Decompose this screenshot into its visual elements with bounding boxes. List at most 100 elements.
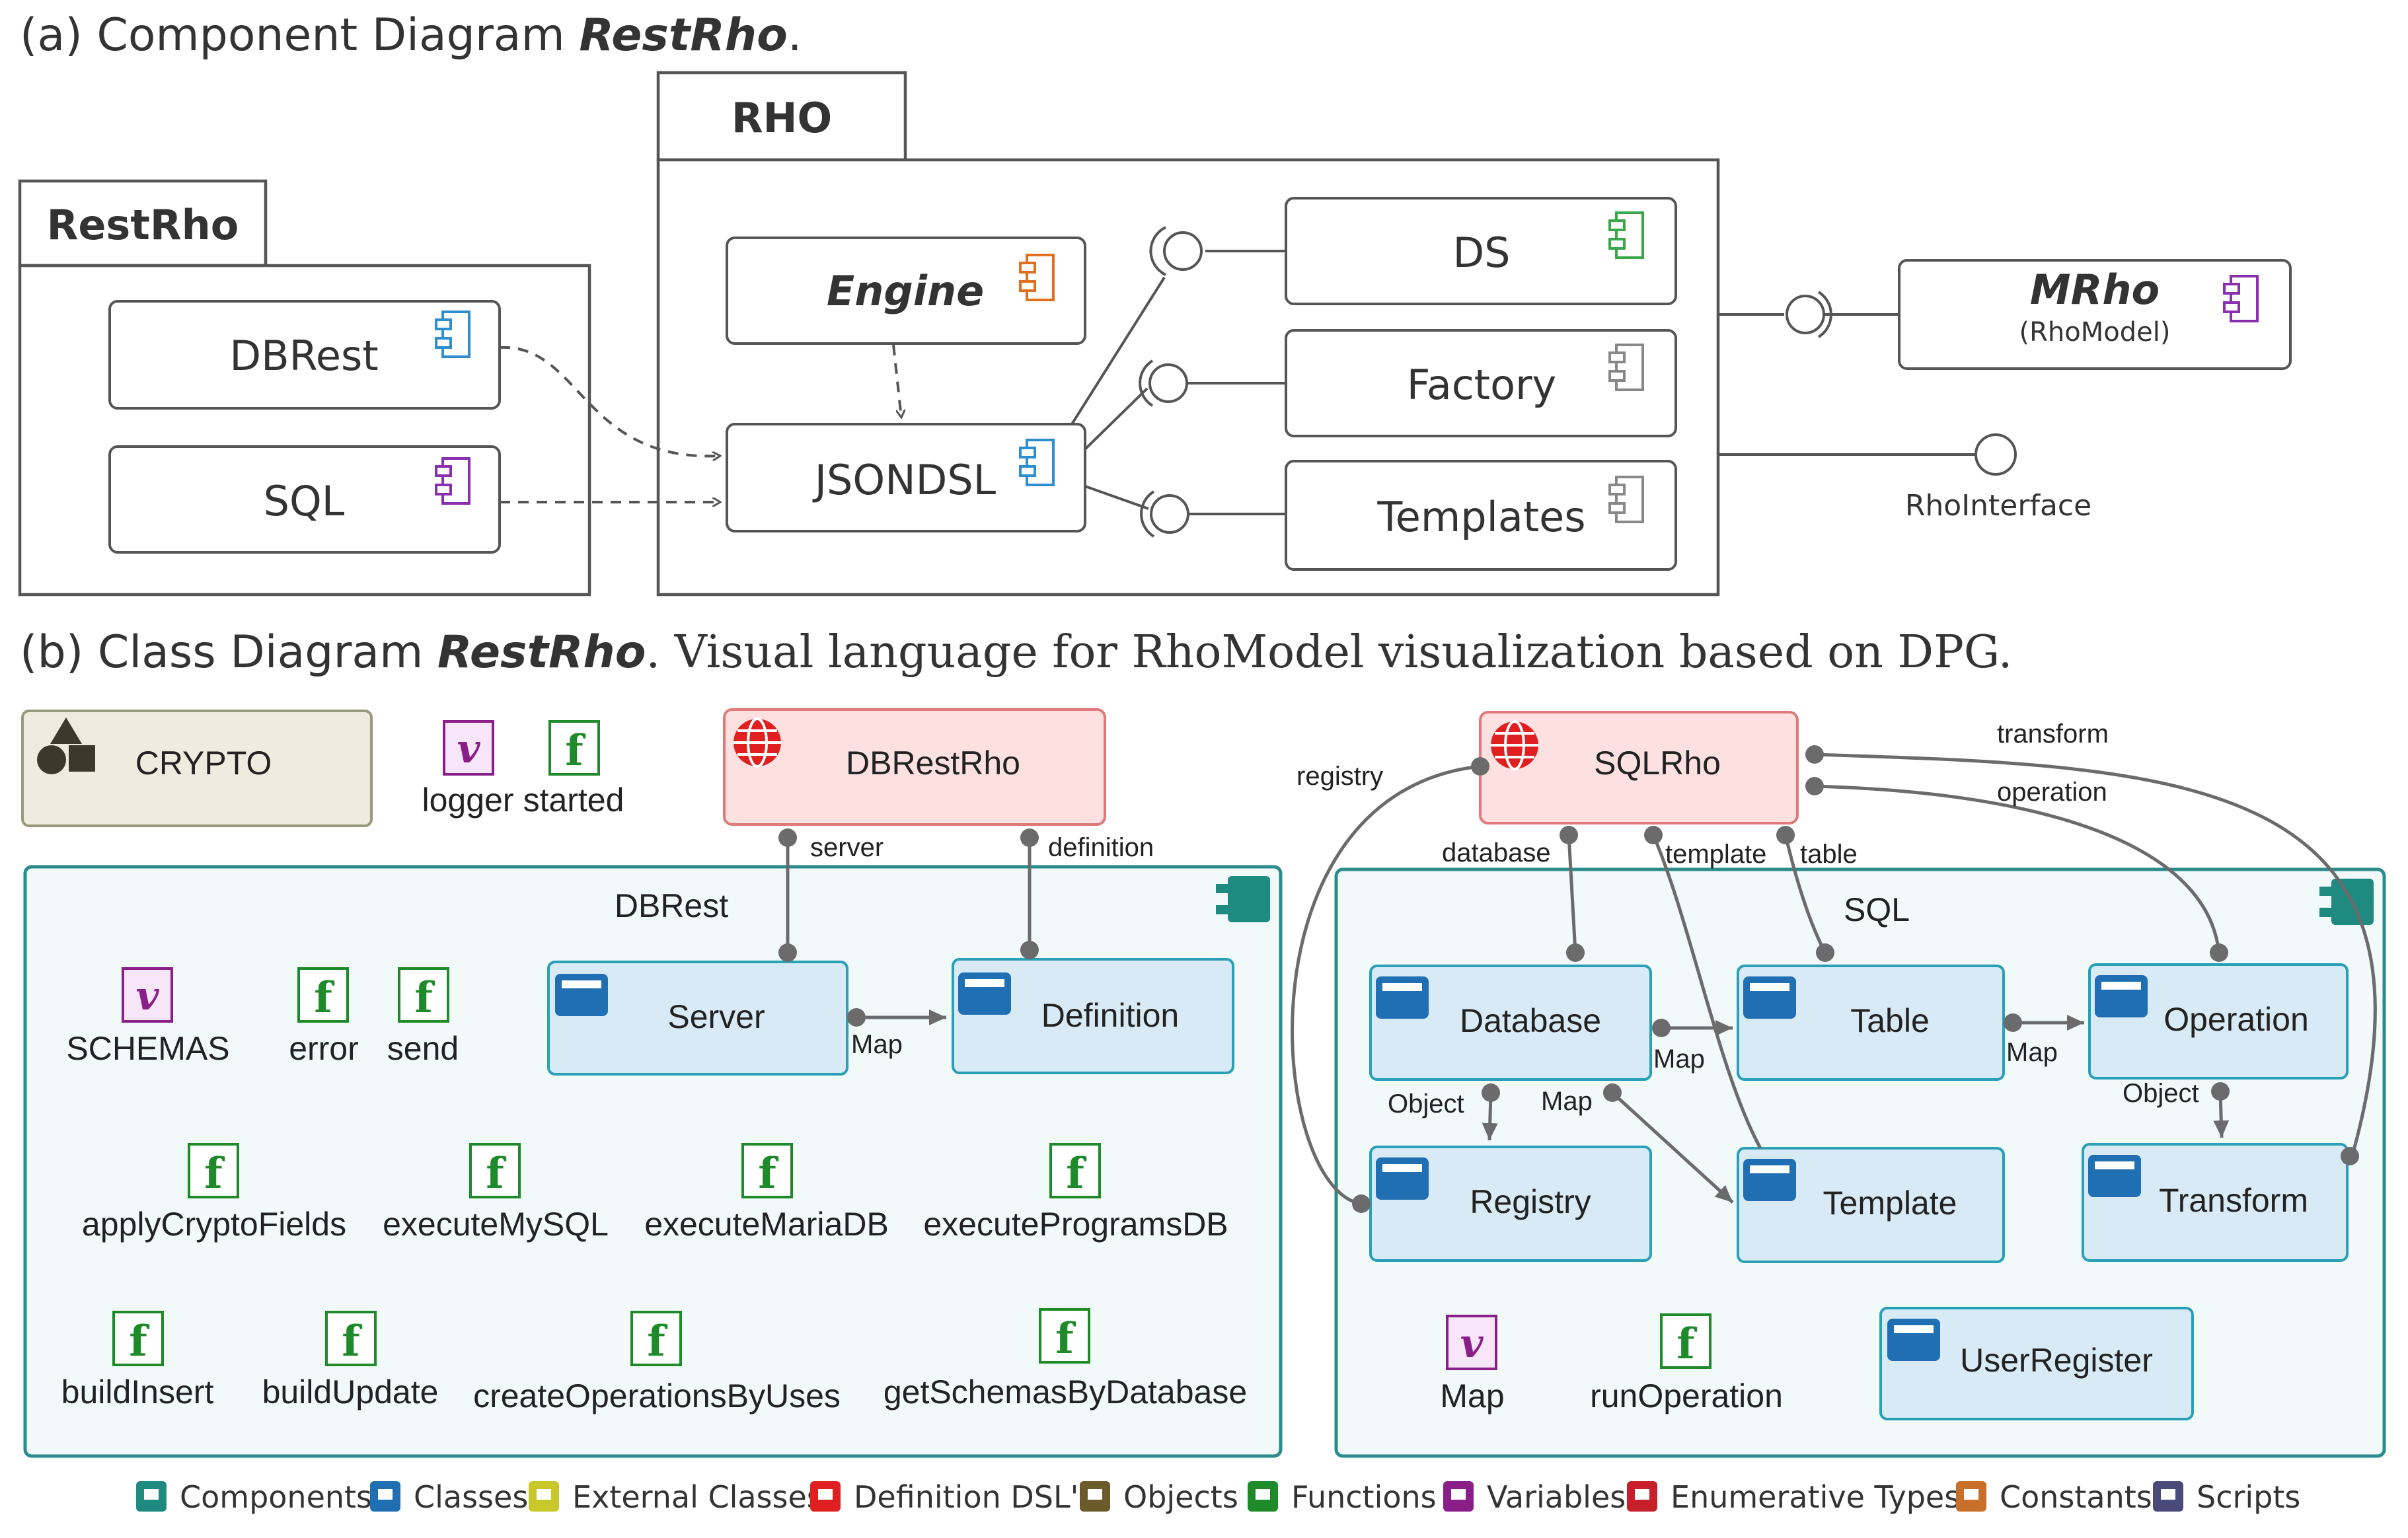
database-class-label: Database [1460, 1002, 1601, 1039]
edge-port [1603, 1083, 1622, 1102]
table-edge [1784, 834, 1827, 954]
runoperation-function[interactable]: runOperation [1590, 1377, 1783, 1414]
rho-package-tab [656, 71, 907, 162]
dbrestrho-definition[interactable] [723, 708, 1106, 826]
function-item[interactable]: executeMySQL [383, 1206, 609, 1243]
engine-component-label: Engine [827, 267, 984, 315]
legend-label: External Classes [572, 1479, 823, 1515]
sql-component-label: SQL [264, 477, 345, 525]
userregister-class[interactable] [1879, 1307, 2194, 1420]
globe-icon [1489, 720, 1540, 770]
ds-interface-socket [1149, 226, 1166, 276]
edge-port [1020, 941, 1039, 959]
class-icon [2088, 1155, 2141, 1197]
globe-icon [732, 717, 782, 768]
templates-interface-socket [1140, 490, 1155, 538]
mrho-component-sublabel: (RhoModel) [2019, 317, 2171, 348]
sql-component[interactable] [108, 445, 501, 554]
engine-jsondsl-dependency [892, 344, 901, 418]
edge-port [2341, 1147, 2359, 1165]
transform-edge [1814, 752, 2377, 1155]
started-function[interactable]: started [523, 782, 624, 819]
function-item[interactable]: createOperationsByUses [473, 1377, 841, 1414]
jsondsl-component[interactable] [726, 423, 1086, 532]
jsondsl-factory-connector [1084, 387, 1148, 451]
edge-port [1020, 828, 1039, 847]
dbrest-component-label: DBRest [229, 332, 378, 380]
dbrest-component[interactable] [108, 300, 501, 410]
function-item[interactable]: getSchemasByDatabase [884, 1373, 1247, 1410]
class-icon [555, 974, 608, 1016]
logger-variable[interactable]: logger [422, 782, 514, 819]
edge-port [847, 1008, 866, 1027]
legend-label: Enumerative Types [1671, 1479, 1960, 1515]
class-icon [1376, 976, 1429, 1019]
edge-port [1776, 826, 1795, 844]
transform-class[interactable] [2082, 1143, 2349, 1262]
rhointerface-ball [1975, 433, 2017, 476]
class-icon [1376, 1157, 1429, 1200]
database-class[interactable] [1369, 965, 1652, 1081]
function-item[interactable]: executeProgramsDB [923, 1206, 1228, 1243]
edge-label-map: Map [1541, 1087, 1593, 1116]
edge-port [1805, 777, 1824, 795]
crypto-object[interactable] [21, 710, 373, 827]
send-function[interactable]: send [387, 1030, 459, 1067]
class-icon [1743, 976, 1796, 1019]
template-edge [1651, 834, 1762, 1150]
function-item[interactable]: buildInsert [61, 1373, 214, 1410]
edge-label-object: Object [1388, 1089, 1464, 1118]
rho-package-title: RHO [732, 94, 832, 142]
function-icon [630, 1311, 682, 1368]
function-item[interactable]: buildUpdate [262, 1373, 439, 1410]
function-icon [398, 967, 449, 1024]
jsondsl-templates-connector [1084, 485, 1149, 510]
mrho-component-label: MRho [2030, 266, 2160, 314]
dbrest-jsondsl-dependency [499, 346, 720, 457]
restrho-package-tab [18, 179, 268, 268]
jsondsl-component-label: JSONDSL [812, 456, 997, 504]
engine-component[interactable] [726, 237, 1086, 345]
definition-class[interactable] [952, 958, 1234, 1074]
registry-edge [1291, 764, 1481, 1206]
edge-label-map: Map [851, 1030, 903, 1059]
edge-label-operation: operation [1997, 778, 2107, 807]
factory-interface-ball [1148, 363, 1188, 403]
legend-label: Functions [1291, 1479, 1437, 1515]
map-variable[interactable]: Map [1440, 1377, 1504, 1414]
edge-port [1816, 943, 1834, 962]
template-class[interactable] [1737, 1147, 2005, 1263]
database-template-map [1611, 1091, 1734, 1204]
rhointerface-label: RhoInterface [1905, 489, 2091, 523]
legend-icon-glyph [1635, 1489, 1649, 1500]
function-icon [1049, 1143, 1101, 1200]
function-icon [325, 1311, 377, 1368]
function-item[interactable]: executeMariaDB [644, 1206, 889, 1243]
edge-label-map: Map [1653, 1044, 1705, 1074]
factory-component-label: Factory [1407, 361, 1556, 409]
factory-interface-socket [1139, 359, 1154, 407]
edge-label-table: table [1800, 840, 1858, 869]
transform-class-label: Transform [2159, 1182, 2308, 1219]
jsondsl-ds-connector [1071, 276, 1166, 425]
class-icon [958, 972, 1011, 1015]
server-class[interactable] [547, 961, 848, 1076]
edge-label-server: server [810, 833, 884, 862]
edge-port [778, 943, 797, 962]
operation-class[interactable] [2088, 963, 2349, 1080]
server-class-label: Server [667, 998, 765, 1035]
edge-port [1805, 745, 1824, 764]
restrho-package-title: RestRho [47, 201, 239, 249]
edge-port [1644, 826, 1663, 844]
schemas-variable[interactable]: SCHEMAS [66, 1030, 229, 1067]
dbrest-package-title: DBRest [615, 887, 728, 924]
edge-label-transform: transform [1997, 719, 2109, 749]
edge-label-database: database [1442, 838, 1551, 867]
dbrestrho-label: DBRestRho [846, 745, 1020, 782]
edge-port [1482, 1083, 1500, 1102]
error-function[interactable]: error [289, 1030, 359, 1067]
function-item[interactable]: applyCryptoFields [82, 1206, 346, 1243]
legend-icon-glyph [2161, 1489, 2175, 1500]
